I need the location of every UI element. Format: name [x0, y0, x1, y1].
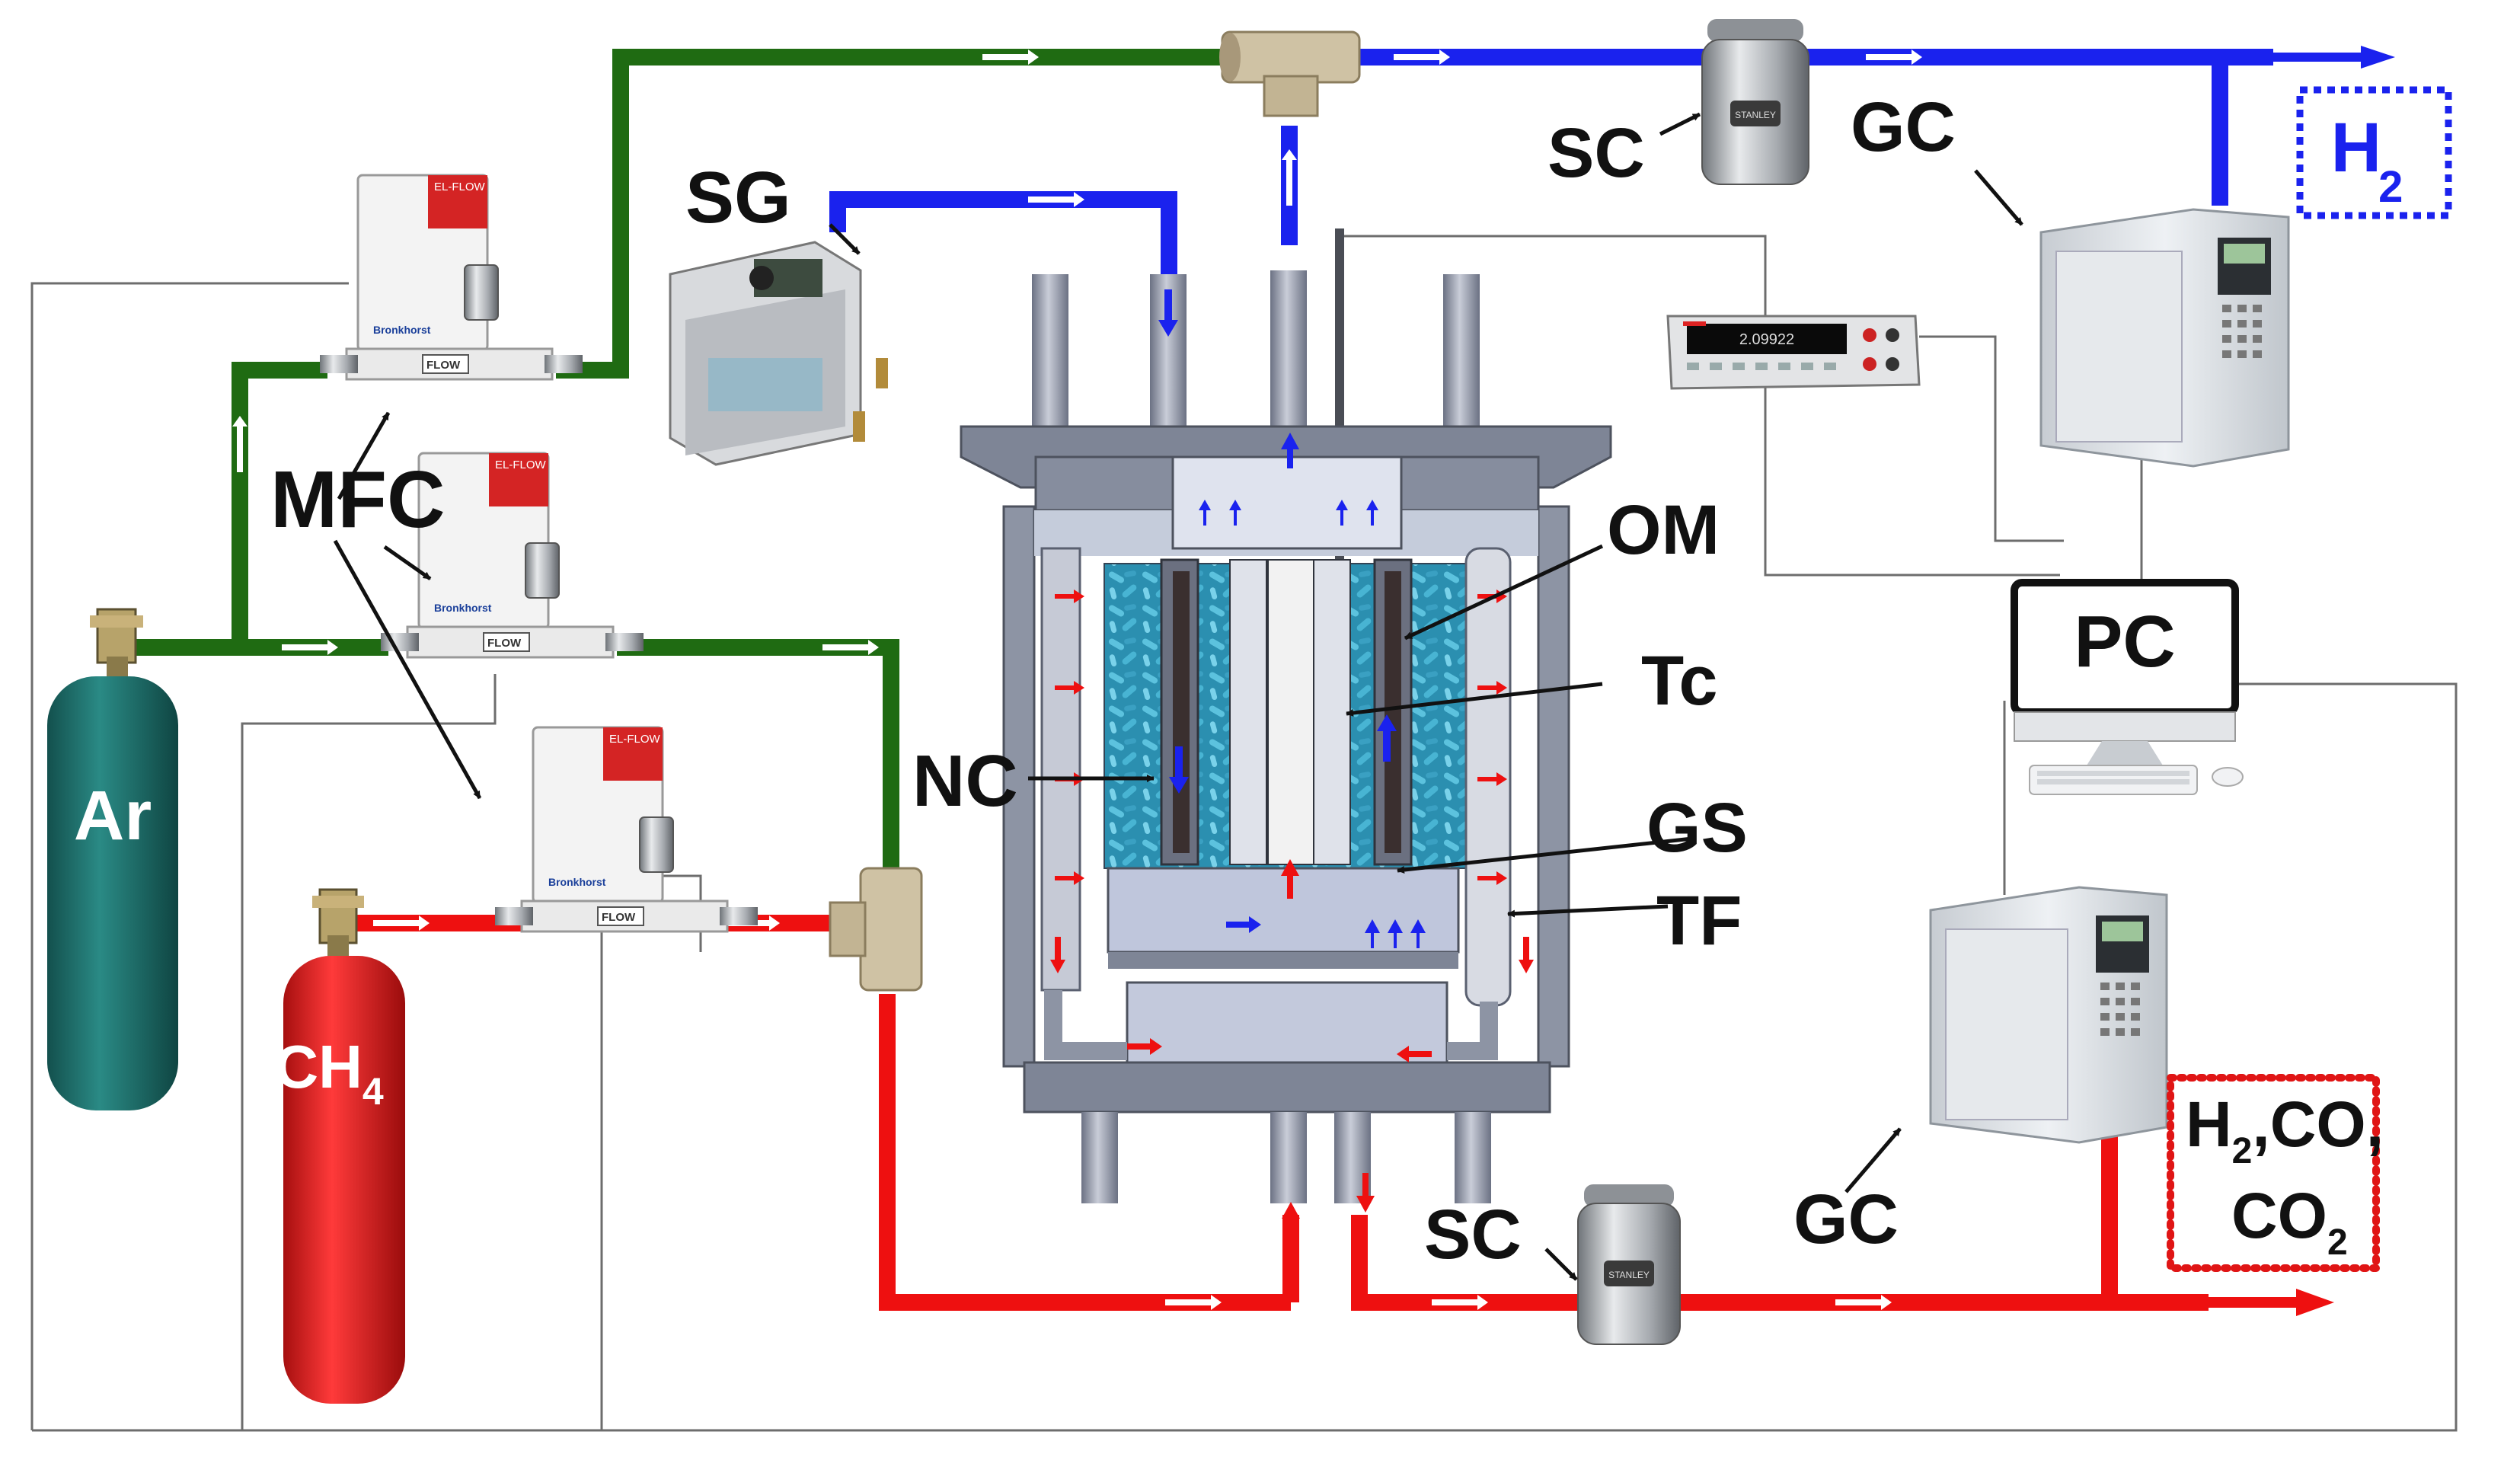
svg-text:2.09922: 2.09922 — [1739, 331, 1794, 348]
argon-cylinder: Ar — [47, 608, 178, 1110]
tee-junction-bottom — [829, 867, 923, 992]
reactor-internal-flow-arrows — [1050, 289, 1534, 1241]
computer: PC — [2011, 579, 2244, 795]
svg-text:Bronkhorst: Bronkhorst — [373, 324, 431, 336]
gas-chromatograph-top — [2039, 208, 2290, 468]
svg-text:STANLEY: STANLEY — [1735, 110, 1776, 120]
svg-text:Bronkhorst: Bronkhorst — [548, 876, 606, 888]
mfc-label: MFC — [270, 455, 446, 545]
separator-bottom-label: SC — [1424, 1196, 1522, 1273]
reactor — [960, 228, 1612, 1203]
steam-generator — [669, 241, 888, 466]
argon-lines — [114, 49, 1230, 872]
steam-generator-label: SG — [685, 157, 791, 238]
methane-cylinder: CH4 — [274, 888, 405, 1404]
syngas-product-box: H2,CO, CO2 — [2167, 1074, 2384, 1272]
product-exit-arrow — [2205, 1289, 2334, 1316]
gc-bottom-label: GC — [1793, 1181, 1899, 1258]
multimeter: 2.09922 — [1666, 315, 1921, 390]
tee-junction-top — [1219, 30, 1361, 117]
svg-text:STANLEY: STANLEY — [1608, 1270, 1650, 1280]
svg-text:EL-FLOW: EL-FLOW — [609, 733, 661, 746]
gc-top-label: GC — [1851, 88, 1956, 166]
mfc-unit-2: EL-FLOW Bronkhorst FLOW — [381, 452, 644, 659]
methane-label: CH4 — [274, 1033, 384, 1113]
pointer-lines — [333, 112, 2023, 1281]
mfc-unit-3: EL-FLOW Bronkhorst FLOW — [495, 726, 758, 933]
svg-text:EL-FLOW: EL-FLOW — [434, 181, 486, 193]
nc-label: NC — [912, 740, 1018, 822]
mfc-unit-1: EL-FLOW Bronkhorst FLOW — [320, 174, 583, 381]
om-label: OM — [1607, 491, 1720, 569]
svg-text:Bronkhorst: Bronkhorst — [434, 602, 492, 614]
pc-label: PC — [2074, 601, 2175, 682]
separation-container-top: STANLEY — [1701, 19, 1809, 185]
syngas-label-line-1: H2,CO, — [2186, 1088, 2384, 1171]
svg-text:FLOW: FLOW — [602, 911, 636, 924]
svg-text:EL-FLOW: EL-FLOW — [495, 459, 547, 471]
argon-label: Ar — [74, 777, 152, 855]
separation-container-bottom: STANLEY — [1577, 1184, 1681, 1345]
svg-text:FLOW: FLOW — [426, 359, 461, 372]
tc-label: Tc — [1641, 642, 1718, 720]
hydrogen-exit-arrow — [2269, 46, 2395, 69]
svg-text:FLOW: FLOW — [487, 637, 522, 650]
gas-chromatograph-bottom — [1929, 886, 2168, 1144]
syngas-label-line-2: CO2 — [2231, 1180, 2348, 1263]
signal-wires — [30, 235, 2458, 1432]
separator-top-label: SC — [1547, 114, 1645, 192]
tf-label: TF — [1656, 882, 1742, 960]
gs-label: GS — [1646, 789, 1748, 867]
